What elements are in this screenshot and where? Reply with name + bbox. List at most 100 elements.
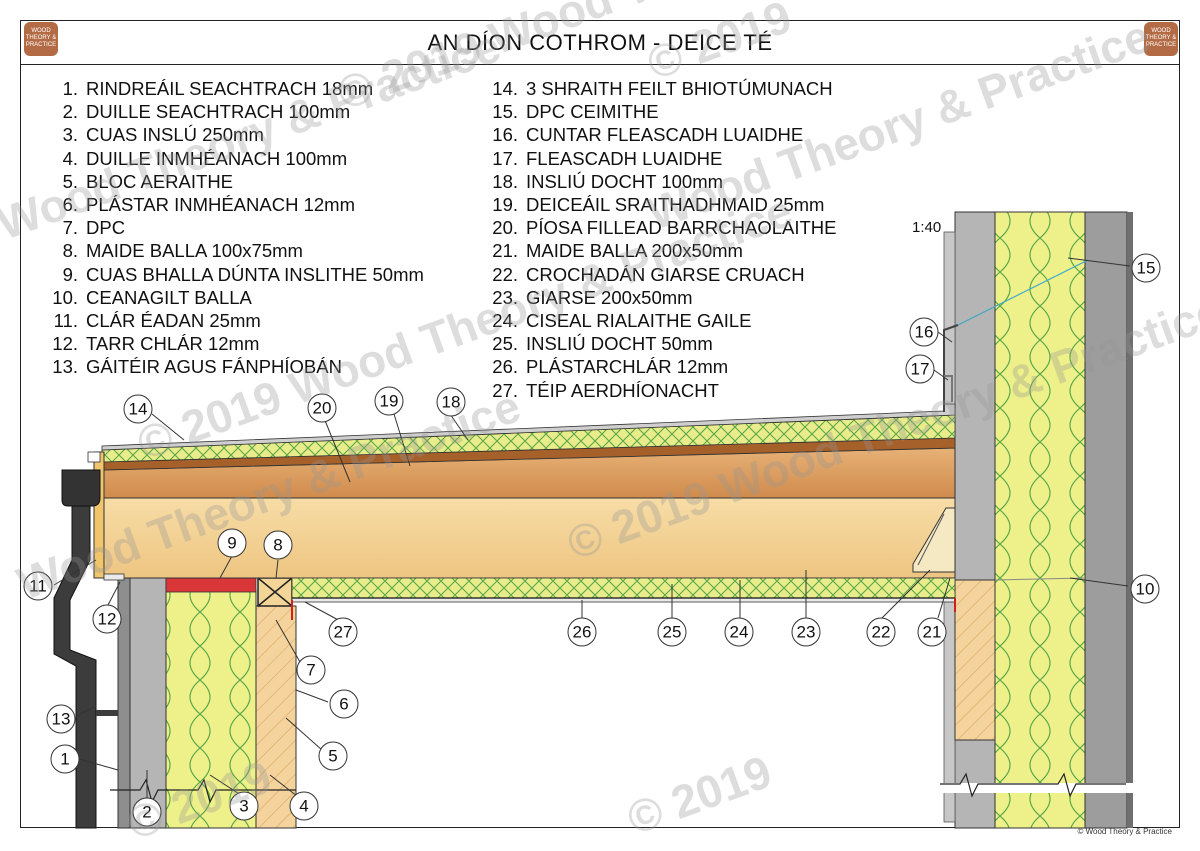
- callout-27: 27: [328, 617, 358, 647]
- svg-text:3: 3: [239, 797, 248, 816]
- callout-7: 7: [296, 655, 326, 685]
- legend-item: 14.3 SHRAITH FEILT BHIOTÚMUNACH: [492, 78, 833, 99]
- legend-item: 6.PLÁSTAR INMHÉANACH 12mm: [62, 194, 355, 216]
- legend-item: 12.TARR CHLÁR 12mm: [52, 333, 260, 355]
- callout-9: 9: [217, 528, 247, 558]
- brand-logo-left: WOOD THEORY & PRACTICE: [24, 22, 58, 56]
- svg-text:13: 13: [52, 710, 71, 729]
- callout-16: 16: [909, 317, 939, 347]
- inner-leaf-left: [255, 605, 297, 829]
- rigid-insulation-50mm: [291, 577, 956, 599]
- legend-item: 24.CISEAL RIALAITHE GAILE: [492, 310, 752, 332]
- svg-text:19: 19: [380, 392, 399, 411]
- svg-text:26: 26: [573, 623, 592, 642]
- callout-2: 2: [132, 797, 162, 827]
- svg-text:17: 17: [911, 360, 930, 379]
- svg-text:22: 22: [872, 623, 891, 642]
- sheet-border: [20, 20, 1180, 828]
- legend-item: 3.CUAS INSLÚ 250mm: [62, 124, 264, 146]
- callout-8: 8: [263, 530, 293, 560]
- leader-lines: [53, 257, 1131, 801]
- legend-item: 9.CUAS BHALLA DÚNTA INSLITHE 50mm: [62, 263, 424, 285]
- legend-item: 8.MAIDE BALLA 100x75mm: [62, 240, 303, 262]
- legend-item: 17.FLEASCADH LUAIDHE: [492, 147, 723, 169]
- callout-25: 25: [657, 617, 687, 647]
- svg-text:7: 7: [306, 661, 315, 680]
- external-render: [1127, 212, 1133, 828]
- legend-item: 15.DPC CEIMITHE: [492, 101, 659, 123]
- callout-5: 5: [318, 741, 348, 771]
- callout-22: 22: [866, 617, 896, 647]
- callout-13: 13: [46, 704, 76, 734]
- callout-18: 18: [436, 387, 466, 417]
- svg-text:6: 6: [339, 695, 348, 714]
- legend-item: 19.DEICEÁIL SRAITHADHMAID 25mm: [492, 194, 825, 216]
- callout-11: 11: [23, 571, 53, 601]
- callout-1: 1: [50, 744, 80, 774]
- callout-19: 19: [374, 386, 404, 416]
- downpipe: [53, 505, 97, 829]
- svg-text:25: 25: [663, 623, 682, 642]
- wall-plate-200x50: [954, 579, 996, 741]
- brand-logo-right: WOOD THEORY & PRACTICE: [1144, 22, 1178, 56]
- legend-item: 10.CEANAGILT BALLA: [52, 286, 252, 308]
- svg-text:16: 16: [915, 323, 934, 342]
- callout-17: 17: [905, 354, 935, 384]
- svg-text:21: 21: [923, 623, 942, 642]
- svg-text:10: 10: [1136, 580, 1155, 599]
- callout-20: 20: [307, 393, 337, 423]
- legend-item: 25.INSLIÚ DOCHT 50mm: [492, 333, 713, 355]
- callout-6: 6: [329, 689, 359, 719]
- legend-item: 26.PLÁSTARCHLÁR 12mm: [492, 356, 729, 378]
- callout-15: 15: [1131, 253, 1161, 283]
- lead-flashing: [943, 324, 959, 412]
- legend-item: 18.INSLIÚ DOCHT 100mm: [492, 170, 724, 192]
- legend-item: 23.GIARSE 200x50mm: [492, 286, 693, 308]
- drawing-title: AN DÍON COTHROM - DEICE TÉ: [427, 30, 773, 55]
- cavity-wall-right: [940, 211, 1140, 829]
- copyright-note: © Wood Theory & Practice: [1077, 827, 1172, 836]
- outer-leaf-block: [1084, 211, 1128, 829]
- legend-item: 21.MAIDE BALLA 200x50mm: [492, 240, 743, 262]
- legend-item: 22.CROCHADÁN GIARSE CRUACH: [492, 263, 805, 285]
- svg-text:24: 24: [730, 623, 749, 642]
- svg-text:9: 9: [227, 534, 236, 553]
- svg-text:8: 8: [273, 536, 282, 555]
- svg-text:18: 18: [442, 393, 461, 412]
- svg-text:4: 4: [299, 797, 308, 816]
- svg-text:20: 20: [313, 399, 332, 418]
- legend-item: 7.DPC: [62, 217, 126, 239]
- soffit-board: [103, 573, 125, 581]
- svg-text:2: 2: [142, 803, 151, 822]
- legend-item: 1.RINDREÁIL SEACHTRACH 18mm: [62, 78, 374, 99]
- svg-text:27: 27: [334, 623, 353, 642]
- svg-text:23: 23: [797, 623, 816, 642]
- svg-text:11: 11: [29, 577, 47, 596]
- svg-text:14: 14: [129, 400, 148, 419]
- legend-right: 14.3 SHRAITH FEILT BHIOTÚMUNACH 15.DPC C…: [484, 77, 836, 402]
- pipe-bracket: [96, 710, 118, 716]
- steel-joist-hanger: [912, 507, 956, 573]
- callout-14: 14: [123, 394, 153, 424]
- legend-item: 16.CUNTAR FLEASCADH LUAIDHE: [492, 124, 804, 146]
- drawing-scale: 1:40: [912, 219, 942, 236]
- callout-10: 10: [1130, 574, 1160, 604]
- legend-item: 20.PÍOSA FILLEAD BARRCHAOLAITHE: [492, 217, 837, 239]
- cavity-wall-left: [110, 577, 297, 829]
- gutter: [61, 469, 101, 507]
- callout-21: 21: [917, 617, 947, 647]
- legend-item: 2.DUILLE SEACHTRACH 100mm: [62, 101, 351, 123]
- title-divider: [20, 64, 1180, 65]
- legend-item: 11.CLÁR ÉADAN 25mm: [53, 310, 261, 332]
- callout-26: 26: [567, 617, 597, 647]
- roof-buildup: [87, 324, 959, 620]
- lead-cover-flashing: [944, 375, 953, 402]
- svg-text:5: 5: [328, 747, 337, 766]
- svg-text:12: 12: [98, 610, 117, 629]
- svg-text:15: 15: [1137, 259, 1156, 278]
- drip-trim: [87, 451, 101, 463]
- callout-12: 12: [92, 604, 122, 634]
- closed-cavity-insulation: [165, 577, 257, 593]
